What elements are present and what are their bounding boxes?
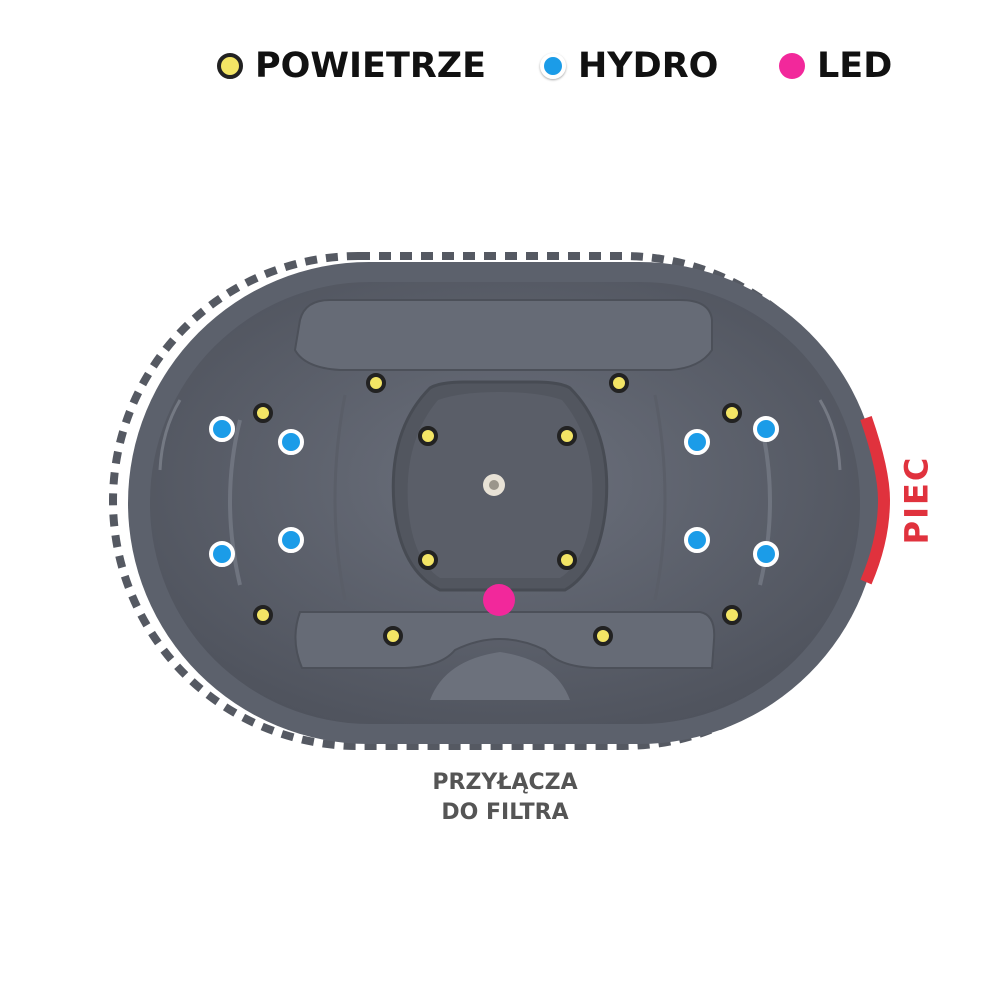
left-wall-curve <box>228 419 242 586</box>
hydro-jet <box>753 416 779 442</box>
lower-bench <box>294 611 716 669</box>
air-jet <box>418 550 438 570</box>
hydro-jet <box>209 541 235 567</box>
legend-label-hydro: HYDRO <box>578 46 719 86</box>
legend: POWIETRZE HYDRO LED <box>0 40 1000 92</box>
rim-highlight-right <box>818 399 842 471</box>
legend-item-air: POWIETRZE <box>217 40 486 92</box>
air-jet <box>609 373 629 393</box>
hydro-jets <box>209 416 779 567</box>
air-jet <box>383 626 403 646</box>
stove-label: PIEC <box>886 456 946 545</box>
air-jet <box>593 626 613 646</box>
hydro-jet <box>684 429 710 455</box>
hydro-jet <box>209 416 235 442</box>
stove-label-text: PIEC <box>897 455 936 545</box>
air-jets <box>253 373 742 646</box>
dashed-outline <box>109 252 872 750</box>
filter-label-line1: PRZYŁĄCZA <box>432 770 578 795</box>
right-seat-curve <box>653 394 667 601</box>
left-seat-curve <box>333 394 347 601</box>
hydro-jet-legend-icon <box>540 53 566 79</box>
led-legend-icon <box>779 53 805 79</box>
hydro-jet <box>684 527 710 553</box>
upper-bench <box>293 299 713 371</box>
legend-label-air: POWIETRZE <box>255 46 487 86</box>
led-light <box>483 584 515 616</box>
hydro-jet <box>278 527 304 553</box>
air-jet <box>253 605 273 625</box>
air-jet <box>557 550 577 570</box>
drain-center <box>489 480 499 490</box>
air-jet-legend-icon <box>217 53 243 79</box>
air-jet <box>366 373 386 393</box>
air-jet <box>722 403 742 423</box>
filter-connections-label: PRZYŁĄCZA DO FILTRA <box>380 768 630 828</box>
air-jet <box>253 403 273 423</box>
hydro-jet <box>278 429 304 455</box>
stove-marker <box>860 416 891 585</box>
legend-item-led: LED <box>779 40 892 92</box>
air-jet <box>722 605 742 625</box>
footrest <box>430 652 570 700</box>
rim-highlight-left <box>158 399 182 471</box>
air-jet <box>557 426 577 446</box>
air-jet <box>418 426 438 446</box>
legend-label-led: LED <box>817 46 893 86</box>
filter-label-line2: DO FILTRA <box>441 800 569 825</box>
legend-item-hydro: HYDRO <box>540 40 718 92</box>
hydro-jet <box>753 541 779 567</box>
